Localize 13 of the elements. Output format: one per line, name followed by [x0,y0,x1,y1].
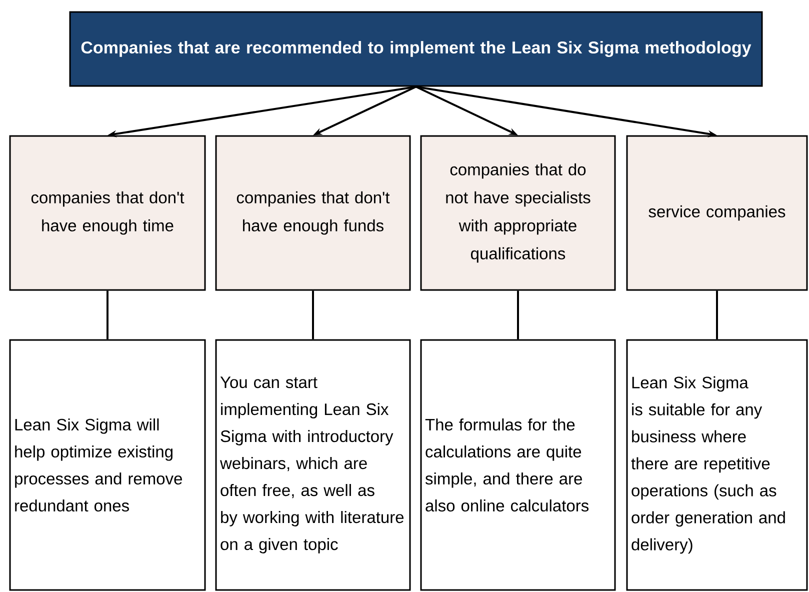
connector-line [312,290,314,340]
connector-line [517,290,519,340]
category-box: companies that don't have enough funds [215,135,411,291]
category-box: service companies [626,135,808,291]
title-box: Companies that are recommended to implement the Lean Six Sigma methodology [69,11,763,87]
description-box: The formulas for the calculations are quite simple, and there are also online calculators [420,339,616,591]
category-box: companies that don't have enough time [9,135,206,291]
description-box: Lean Six Sigma will help optimize existing processes and remove redundant ones [9,339,206,591]
description-box: Lean Six Sigma is suitable for any business where there are repetitive operations (such as order generation and delivery) [626,339,808,591]
description-box: You can start implementing Lean Six Sigma with introductory webinars, which are often free, as well as by working with literature on a given topic [215,339,411,591]
connector-line [106,290,108,340]
category-box: companies that do not have specialists with appropriate qualifications [420,135,616,291]
connector-line [716,290,718,340]
